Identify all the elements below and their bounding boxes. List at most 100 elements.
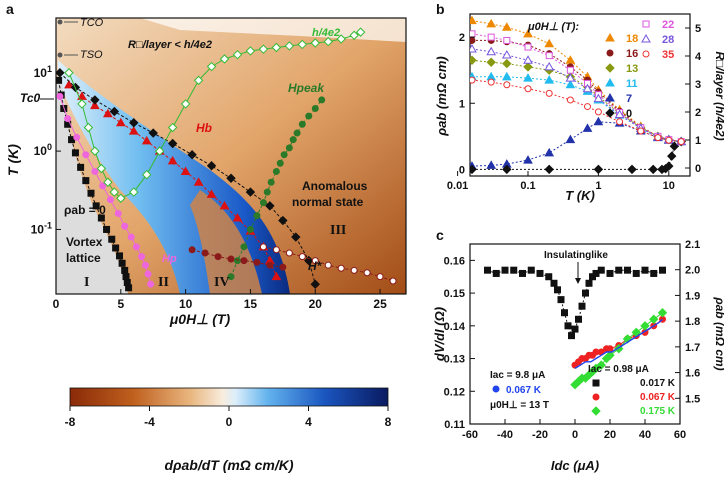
y2-tick-label-b: 5 [695,23,701,35]
point-c-0 [575,315,582,323]
point-Hp [138,253,146,261]
point-IV-boundary [266,261,274,269]
point-c-2 [640,321,650,331]
point-22 [487,33,495,41]
point-Hpeak [233,257,241,265]
point-c-2 [596,360,606,370]
point-22 [545,52,553,60]
point-vortex-lattice-boundary [87,189,95,197]
point-35 [637,127,645,135]
legend-marker-11 [605,77,615,87]
point-Hpeak [318,96,326,104]
point-35 [584,103,592,111]
x-tick-label-c: 20 [604,429,616,441]
point-Hp [64,115,72,123]
point-vortex-lattice-boundary [122,273,130,281]
x-tick-label-a: 20 [309,297,323,311]
point-7 [544,147,555,157]
y2-tick-label-c: 1.5 [685,393,700,405]
point-h-4e2 [349,30,359,41]
point-28 [582,83,593,93]
point-Hb [141,135,152,145]
point-h-4e2 [232,49,243,60]
y2-tick-label-c: 2.0 [685,265,700,277]
x-tick-label-b: 0.01 [447,180,468,192]
series-line-black-diamond [59,72,316,285]
label-rsheet: R□/layer < h/4e2 [128,39,212,51]
point-c-0 [527,266,535,274]
point-Hb [232,212,243,222]
colorbar-tick-label: 4 [305,415,312,429]
colorbar-tick-label: -4 [144,415,155,429]
point-Hpeak [263,188,271,196]
label-rho-zero: ρab = 0 [64,203,106,217]
legend-marker-right-1 [592,393,600,401]
point-28 [470,44,477,53]
point-black-diamond [167,138,178,149]
point-c-0 [554,286,561,294]
point-13 [470,55,477,65]
legend-label-right-0: 0.017 K [640,378,676,389]
point-7 [486,160,497,169]
legend-label-7: 7 [626,93,632,105]
point-c-0 [564,322,572,330]
point-Hb [102,108,113,118]
point-22 [503,36,511,44]
point-Hpeak [246,225,254,233]
point-13 [523,62,533,72]
legend-marker-right-2 [591,406,601,416]
label-region-iv: IV [214,275,230,290]
point-0 [664,161,674,171]
legend-label-0: 0 [626,108,632,120]
point-h-4e2 [245,46,256,56]
point-Hp [132,243,140,251]
y2-tick-label-b: 2 [695,107,701,119]
point-Hpeak [272,167,280,175]
y-tick-label-a: 100 [34,142,52,158]
point-vortex-lattice-boundary [92,202,100,210]
point-black-diamond [245,187,256,197]
y2-tick-label-b: 1 [695,135,701,147]
point-28 [544,61,555,71]
point-Hpeak [285,144,293,152]
legend-label-left: 0.067 K [506,385,542,396]
heatmap [56,18,406,294]
point-11 [544,75,555,84]
point-Hp [82,151,90,159]
label-anomalous: Anomalous [302,179,368,193]
series-line-7 [471,121,682,167]
label-region-i: I [84,275,89,290]
point-28 [593,93,604,103]
legend-label-18: 18 [626,33,638,45]
point-c-0 [550,279,558,287]
point-H- [337,264,345,272]
legend-label-28: 28 [662,34,674,46]
legend-label-right-1: 0.067 K [640,392,676,403]
point-vortex-lattice-boundary [97,214,105,222]
point-c-0 [615,266,623,274]
point-black-diamond [304,255,314,266]
xlabel-a: μ0H⊥ (T) [169,311,231,327]
y2-tick-label-b: 3 [695,79,701,91]
y2-tick-label-b: 0 [695,163,701,175]
y-tick-label-b: 2 [459,32,465,44]
point-H- [298,253,306,261]
annotation-insulating: Insulatinglike [544,250,608,261]
legend-marker-28 [641,33,651,43]
point-Hb [90,100,100,110]
point-vortex-lattice-boundary [118,259,126,267]
point-h-4e2 [258,44,269,54]
label-hstar: H* [308,259,323,273]
y2-tick-label-c: 2.1 [685,239,700,251]
panel-label-c: c [436,227,444,243]
point-c-0 [585,279,593,287]
point-c-0 [484,266,491,274]
heatmap-top-region [56,18,406,42]
point-c-0 [582,289,589,297]
point-black-diamond [265,201,275,211]
point-11 [565,79,576,89]
point-Hpeak [311,104,319,112]
point-h-4e2 [284,41,295,51]
